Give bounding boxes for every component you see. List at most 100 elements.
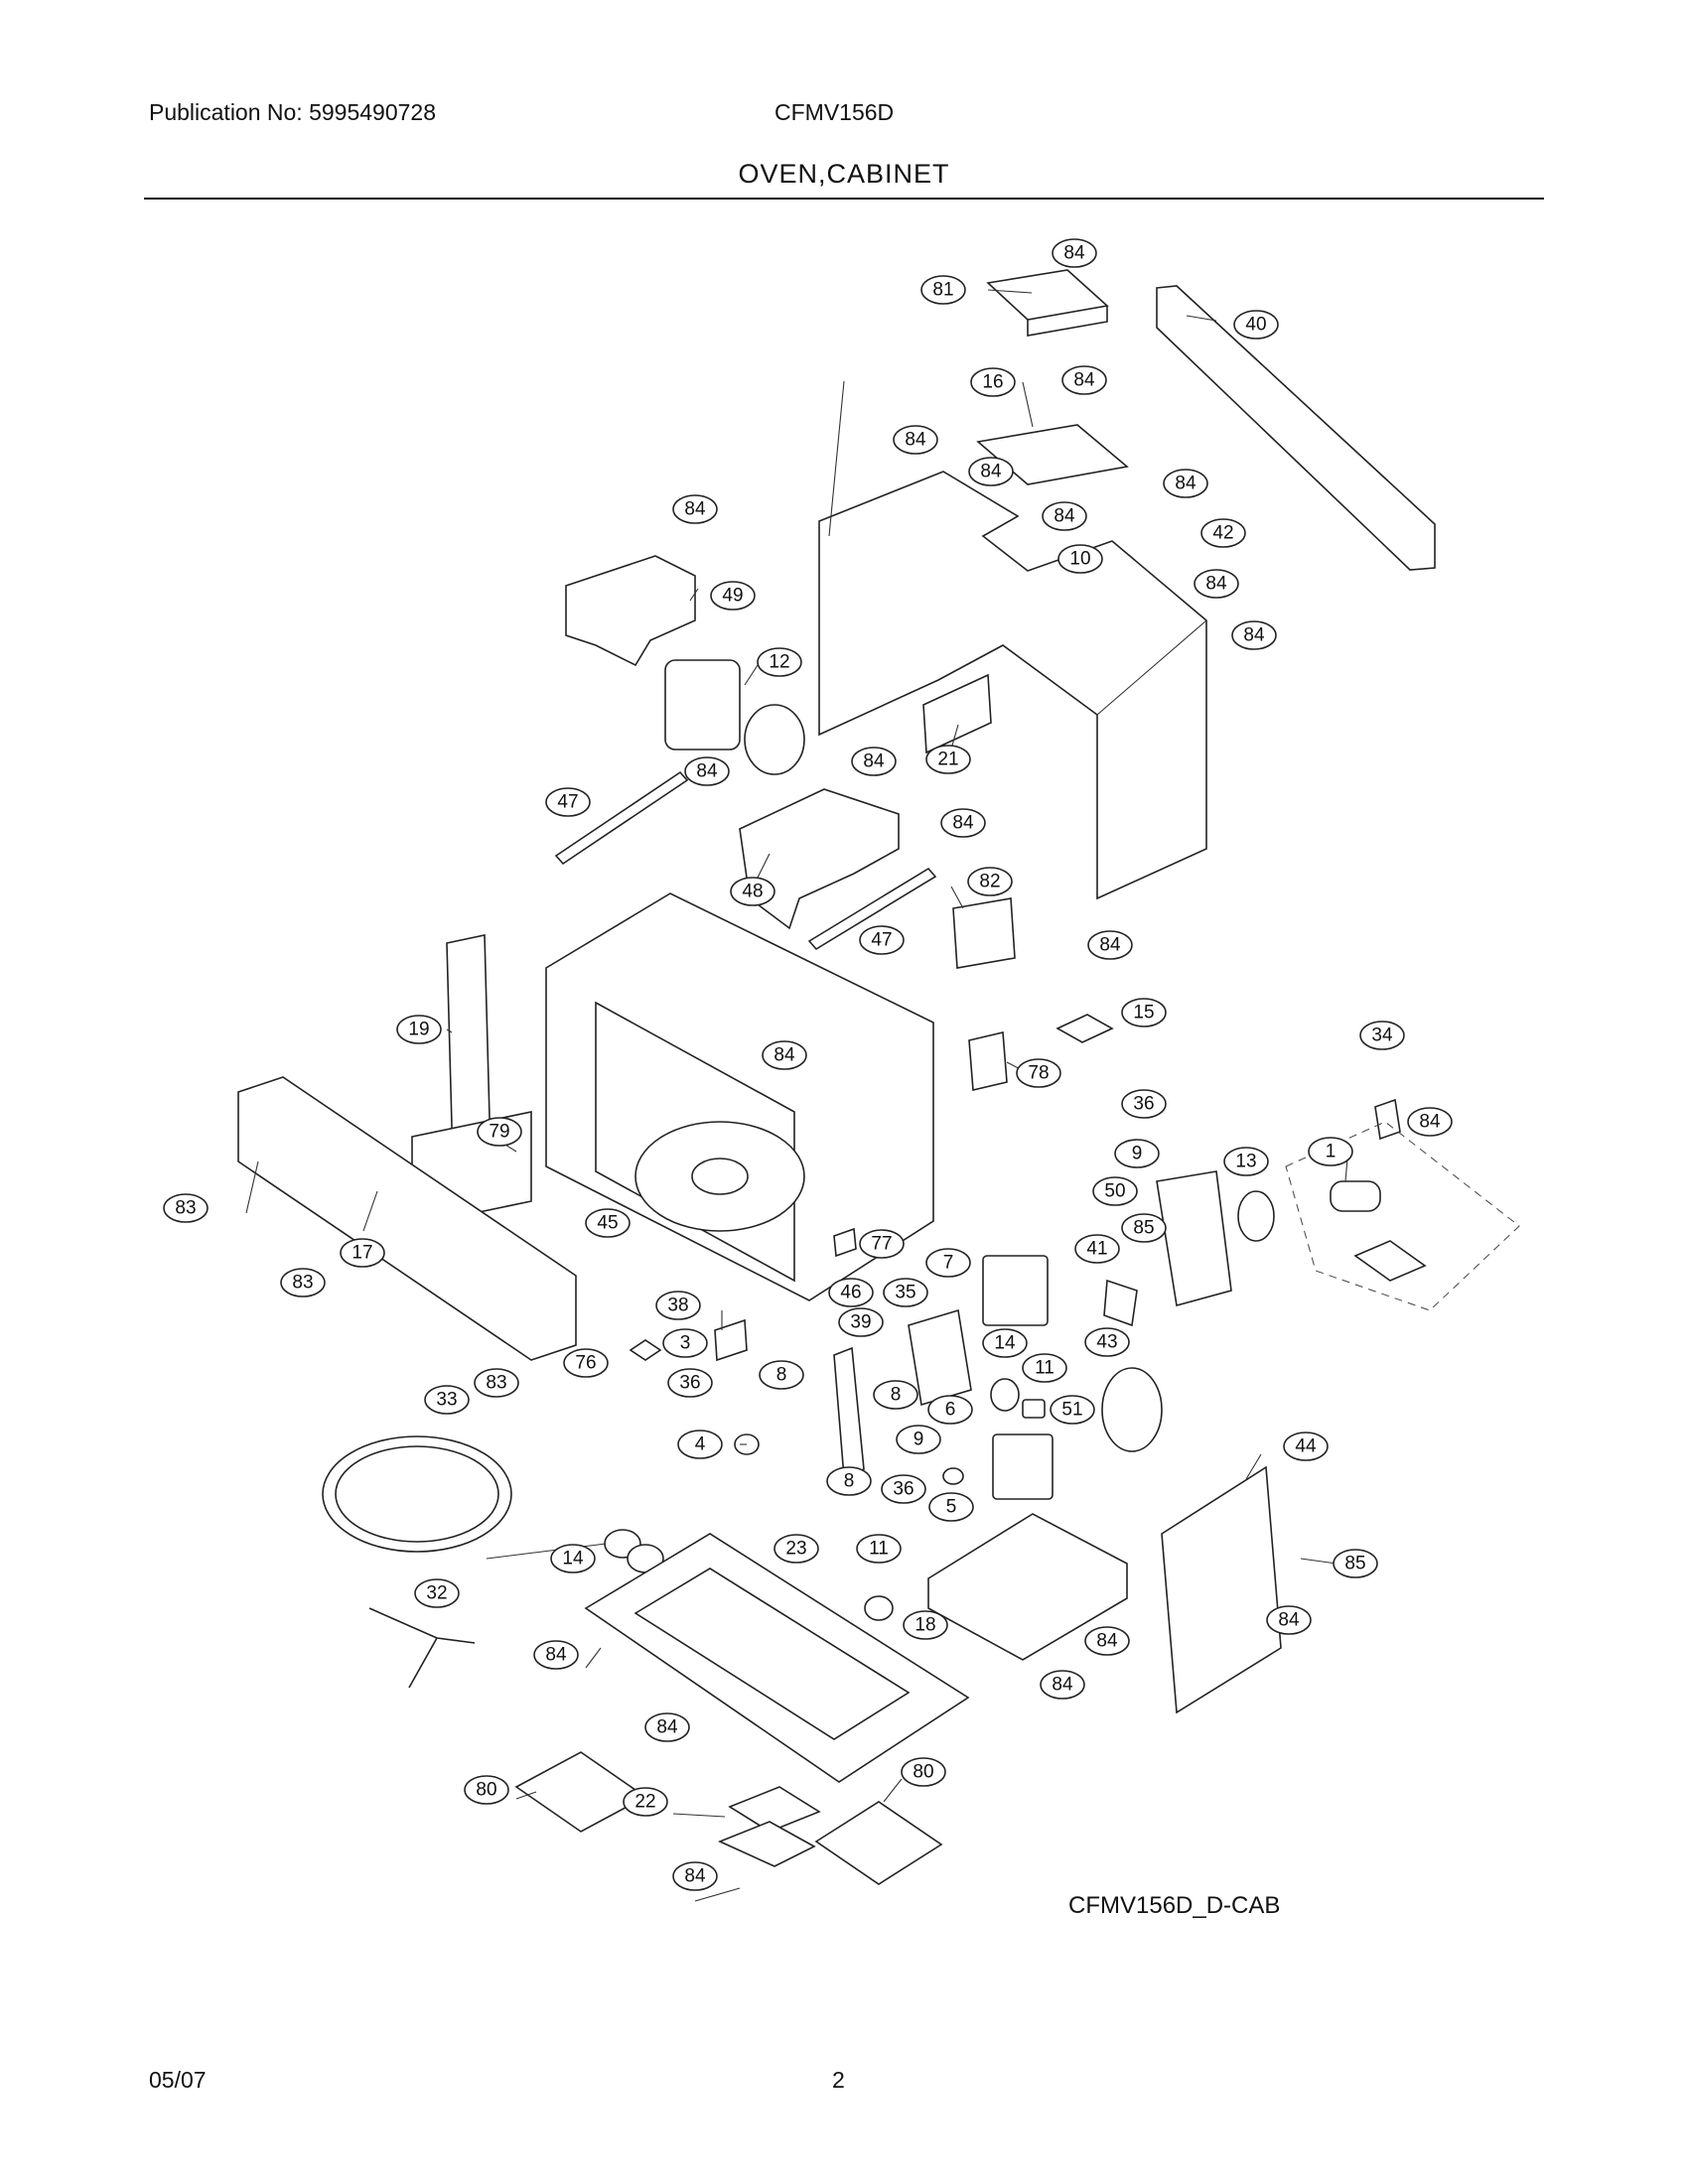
callout: 12 <box>757 647 802 677</box>
svg-text:36: 36 <box>679 1373 700 1394</box>
callout: 11 <box>1022 1353 1067 1383</box>
svg-text:1: 1 <box>1326 1142 1336 1162</box>
callout: 84 <box>1042 501 1087 531</box>
callout: 46 <box>828 1278 874 1307</box>
callout: 84 <box>672 494 718 524</box>
svg-text:35: 35 <box>895 1283 915 1303</box>
callout: 16 <box>970 367 1016 397</box>
part-15-board <box>1055 1014 1114 1043</box>
part-81-duct <box>986 269 1109 337</box>
callout: 35 <box>883 1278 928 1307</box>
svg-text:47: 47 <box>871 930 892 951</box>
svg-text:77: 77 <box>871 1234 892 1255</box>
part-21-label <box>922 673 992 754</box>
svg-text:7: 7 <box>943 1253 954 1274</box>
svg-text:84: 84 <box>952 813 974 834</box>
part-12-fan-motor <box>664 659 741 751</box>
svg-text:85: 85 <box>1133 1218 1154 1239</box>
svg-text:46: 46 <box>840 1283 861 1303</box>
callout: 80 <box>901 1757 946 1787</box>
callout: 41 <box>1074 1234 1120 1264</box>
svg-text:10: 10 <box>1069 549 1090 570</box>
callout: 7 <box>925 1248 971 1278</box>
callout: 36 <box>667 1368 713 1398</box>
svg-text:84: 84 <box>905 430 926 451</box>
part-5-thermostat <box>942 1467 964 1485</box>
svg-text:85: 85 <box>1344 1554 1365 1574</box>
callout: 36 <box>881 1474 926 1504</box>
svg-text:84: 84 <box>1175 474 1196 494</box>
callout: 84 <box>851 747 897 776</box>
svg-text:14: 14 <box>562 1549 584 1570</box>
svg-text:78: 78 <box>1028 1063 1049 1084</box>
callout: 84 <box>1084 1626 1130 1656</box>
callout: 39 <box>838 1307 884 1337</box>
callout: 83 <box>163 1193 209 1223</box>
part-32-roller-guide <box>368 1607 476 1689</box>
svg-text:84: 84 <box>656 1717 678 1738</box>
svg-text:83: 83 <box>486 1373 506 1394</box>
part-47-rail-right <box>807 867 937 951</box>
svg-text:84: 84 <box>684 1866 706 1887</box>
part-76-pad <box>629 1339 662 1361</box>
callout: 45 <box>585 1208 631 1238</box>
svg-text:9: 9 <box>1132 1144 1143 1164</box>
callout: 49 <box>710 581 756 611</box>
part-44-side-panel <box>1161 1465 1282 1714</box>
callout: 9 <box>1114 1139 1160 1168</box>
part-22-light-cover <box>728 1786 821 1833</box>
part-47-rail-left <box>554 770 689 866</box>
svg-text:84: 84 <box>1052 1675 1073 1696</box>
svg-text:4: 4 <box>695 1434 706 1455</box>
part-7-transformer <box>982 1255 1049 1326</box>
part-34-clip <box>1374 1098 1401 1141</box>
callout: 85 <box>1121 1213 1167 1243</box>
svg-text:8: 8 <box>891 1385 902 1406</box>
svg-text:45: 45 <box>597 1213 618 1234</box>
part-1-kit-outline <box>1285 1121 1520 1311</box>
svg-text:51: 51 <box>1061 1400 1082 1421</box>
part-41-fan-blade <box>1103 1279 1138 1327</box>
part-13-motor <box>1237 1190 1275 1242</box>
part-callouts: 84 81 40 16 84 84 84 84 84 84 42 10 84 8… <box>163 238 1453 1891</box>
callout: 84 <box>1231 620 1277 650</box>
svg-text:84: 84 <box>1073 370 1095 391</box>
part-49-duct <box>565 555 696 667</box>
callout: 44 <box>1283 1432 1329 1461</box>
callout: 78 <box>1016 1058 1061 1088</box>
callout: 8 <box>759 1360 804 1390</box>
callout: 47 <box>859 925 905 955</box>
part-6-capacitor <box>992 1433 1054 1500</box>
callout: 84 <box>644 1712 690 1742</box>
part-50-bracket <box>1156 1170 1232 1307</box>
svg-text:47: 47 <box>557 792 578 813</box>
callout: 80 <box>464 1775 509 1805</box>
svg-text:84: 84 <box>545 1645 567 1666</box>
part-35-bracket <box>908 1308 972 1407</box>
header-divider <box>144 198 1544 200</box>
svg-text:49: 49 <box>722 586 743 607</box>
svg-text:38: 38 <box>667 1296 688 1316</box>
page-number: 2 <box>832 2067 845 2093</box>
callout: 50 <box>1092 1176 1138 1206</box>
svg-text:8: 8 <box>844 1471 855 1492</box>
svg-text:84: 84 <box>1278 1610 1300 1631</box>
svg-text:80: 80 <box>913 1762 933 1783</box>
svg-text:36: 36 <box>1133 1094 1154 1115</box>
part-43-ring <box>1101 1367 1163 1452</box>
part-80-filter-right <box>814 1801 943 1885</box>
callout: 10 <box>1057 544 1103 574</box>
callout: 84 <box>1087 930 1133 960</box>
callout: 19 <box>396 1015 442 1044</box>
callout: 83 <box>280 1268 326 1297</box>
publication-number: Publication No: 5995490728 <box>149 99 437 125</box>
svg-text:22: 22 <box>634 1792 655 1813</box>
svg-text:84: 84 <box>1063 243 1085 264</box>
callout: 34 <box>1359 1021 1405 1050</box>
svg-text:84: 84 <box>774 1045 795 1066</box>
svg-text:80: 80 <box>476 1780 496 1801</box>
part-20-outer-cabinet <box>818 471 1207 900</box>
callout: 14 <box>550 1544 596 1573</box>
callout: 84 <box>684 756 730 786</box>
part-51-diode <box>1022 1399 1046 1419</box>
